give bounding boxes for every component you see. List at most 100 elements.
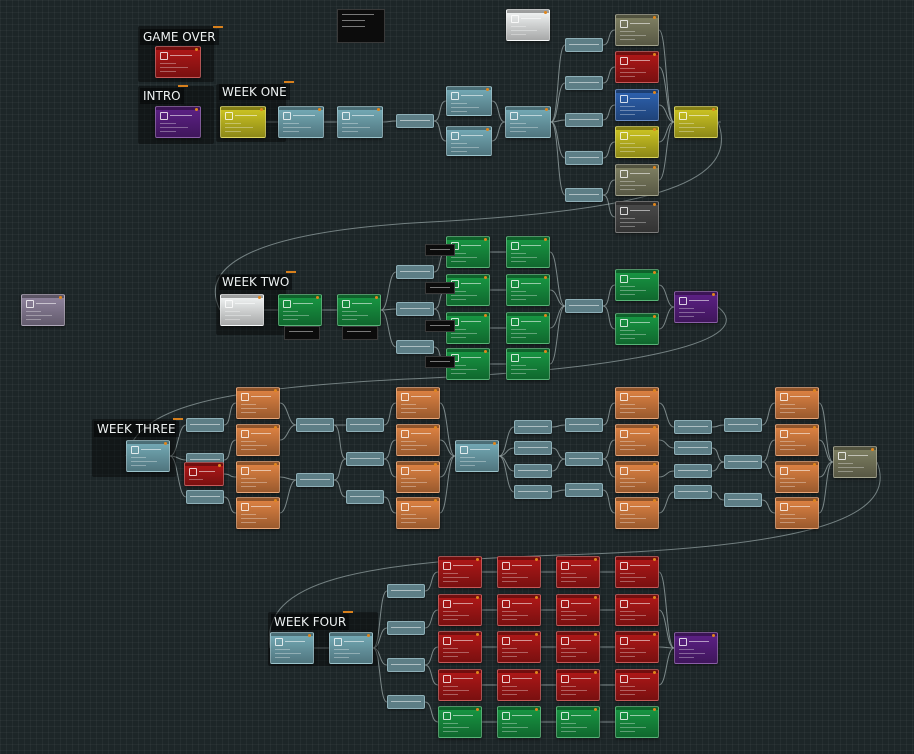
comment-node[interactable] <box>284 326 320 340</box>
dialogue-node[interactable] <box>615 497 659 529</box>
connection-port-icon[interactable] <box>653 91 656 94</box>
dialogue-node[interactable] <box>220 106 266 138</box>
dialogue-node[interactable] <box>775 461 819 493</box>
connection-port-icon[interactable] <box>195 108 198 111</box>
connection-port-icon[interactable] <box>653 271 656 274</box>
condition-node[interactable] <box>674 464 712 478</box>
dialogue-node[interactable] <box>615 556 659 588</box>
dialogue-node[interactable] <box>615 89 659 121</box>
dialogue-node[interactable] <box>236 497 280 529</box>
connection-port-icon[interactable] <box>195 48 198 51</box>
connection-port-icon[interactable] <box>545 108 548 111</box>
dialogue-node[interactable] <box>506 274 550 306</box>
dialogue-node[interactable] <box>396 424 440 456</box>
dialogue-node[interactable] <box>438 594 482 626</box>
connection-port-icon[interactable] <box>594 671 597 674</box>
connection-port-icon[interactable] <box>318 108 321 111</box>
connection-port-icon[interactable] <box>653 426 656 429</box>
dialogue-node[interactable] <box>155 106 201 138</box>
dialogue-node[interactable] <box>674 291 718 323</box>
condition-node[interactable] <box>565 188 603 202</box>
connection-port-icon[interactable] <box>434 463 437 466</box>
connection-port-icon[interactable] <box>544 350 547 353</box>
dialogue-node[interactable] <box>615 126 659 158</box>
connection-port-icon[interactable] <box>813 389 816 392</box>
dialogue-node[interactable] <box>455 440 499 472</box>
condition-node[interactable] <box>724 493 762 507</box>
condition-node[interactable] <box>396 114 434 128</box>
comment-node[interactable] <box>425 244 455 256</box>
connection-port-icon[interactable] <box>813 426 816 429</box>
connection-port-icon[interactable] <box>653 128 656 131</box>
condition-node[interactable] <box>565 452 603 466</box>
connection-port-icon[interactable] <box>653 203 656 206</box>
connection-port-icon[interactable] <box>653 499 656 502</box>
dialogue-node[interactable] <box>438 631 482 663</box>
dialogue-node[interactable] <box>337 106 383 138</box>
condition-node[interactable] <box>565 418 603 432</box>
condition-node[interactable] <box>387 658 425 672</box>
connection-port-icon[interactable] <box>308 634 311 637</box>
condition-node[interactable] <box>565 76 603 90</box>
comment-node[interactable] <box>425 356 455 368</box>
condition-node[interactable] <box>296 418 334 432</box>
dialogue-node[interactable] <box>674 632 718 664</box>
dialogue-node[interactable] <box>615 669 659 701</box>
dialogue-node[interactable] <box>775 424 819 456</box>
comment-node[interactable] <box>425 320 455 332</box>
condition-node[interactable] <box>514 441 552 455</box>
connection-port-icon[interactable] <box>486 128 489 131</box>
dialogue-node[interactable] <box>775 387 819 419</box>
dialogue-node[interactable] <box>615 269 659 301</box>
dialogue-node[interactable] <box>21 294 65 326</box>
connection-port-icon[interactable] <box>274 426 277 429</box>
connection-port-icon[interactable] <box>594 596 597 599</box>
connection-port-icon[interactable] <box>653 558 656 561</box>
connection-port-icon[interactable] <box>274 499 277 502</box>
dialogue-node[interactable] <box>438 556 482 588</box>
dialogue-node[interactable] <box>615 51 659 83</box>
dialogue-node[interactable] <box>775 497 819 529</box>
connection-port-icon[interactable] <box>476 671 479 674</box>
dialogue-node[interactable] <box>236 387 280 419</box>
dialogue-node[interactable] <box>615 387 659 419</box>
connection-port-icon[interactable] <box>871 448 874 451</box>
connection-port-icon[interactable] <box>476 708 479 711</box>
connection-port-icon[interactable] <box>712 108 715 111</box>
dialogue-node[interactable] <box>615 461 659 493</box>
condition-node[interactable] <box>346 490 384 504</box>
connection-port-icon[interactable] <box>653 166 656 169</box>
dialogue-node[interactable] <box>278 106 324 138</box>
connection-port-icon[interactable] <box>218 464 221 467</box>
connection-port-icon[interactable] <box>653 708 656 711</box>
connection-port-icon[interactable] <box>535 671 538 674</box>
condition-node[interactable] <box>724 455 762 469</box>
dialogue-node[interactable] <box>497 594 541 626</box>
dialogue-node[interactable] <box>497 706 541 738</box>
connection-port-icon[interactable] <box>316 296 319 299</box>
condition-node[interactable] <box>346 418 384 432</box>
connection-port-icon[interactable] <box>484 276 487 279</box>
dialogue-node[interactable] <box>506 348 550 380</box>
condition-node[interactable] <box>387 695 425 709</box>
dialogue-node[interactable] <box>446 348 490 380</box>
dialogue-node[interactable] <box>220 294 264 326</box>
condition-node[interactable] <box>396 340 434 354</box>
dialogue-node[interactable] <box>337 294 381 326</box>
dialogue-node[interactable] <box>396 461 440 493</box>
connection-port-icon[interactable] <box>484 350 487 353</box>
connection-port-icon[interactable] <box>712 634 715 637</box>
dialogue-node[interactable] <box>615 164 659 196</box>
condition-node[interactable] <box>674 485 712 499</box>
dialogue-node[interactable] <box>556 556 600 588</box>
connection-port-icon[interactable] <box>544 314 547 317</box>
connection-port-icon[interactable] <box>653 596 656 599</box>
dialogue-node[interactable] <box>270 632 314 664</box>
connection-port-icon[interactable] <box>544 11 547 14</box>
connection-port-icon[interactable] <box>653 463 656 466</box>
dialogue-node[interactable] <box>615 424 659 456</box>
connection-port-icon[interactable] <box>653 16 656 19</box>
dialogue-node[interactable] <box>446 126 492 156</box>
connection-port-icon[interactable] <box>434 499 437 502</box>
